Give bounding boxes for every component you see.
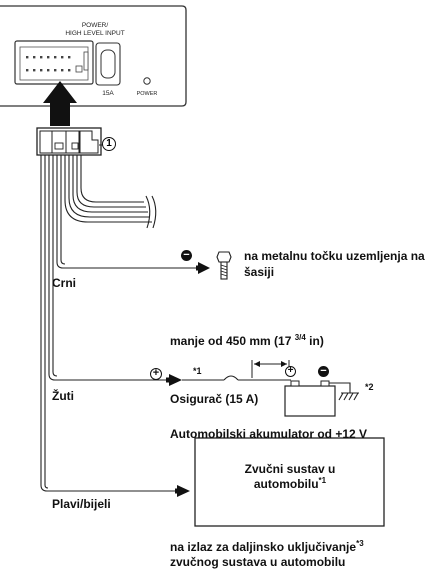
power-label: POWER [136,91,158,97]
battery-label: Automobilski akumulator od +12 V [170,427,368,441]
power-led-icon [143,77,151,85]
yellow-wire [48,155,175,381]
battery-minus-icon: − [318,366,329,377]
remote-destination-line1: na izlaz za daljinsko uključivanje*3 [170,539,364,555]
chassis-ground-icon [338,392,359,401]
blue-white-wire-label: Plavi/bijeli [52,497,111,511]
car-audio-box [194,437,385,527]
battery-plus-icon: + [285,366,296,377]
connector-pins [26,56,71,72]
fuse-rating-label: 15A [102,90,114,97]
ground-bolt-icon [216,251,232,280]
fuse-icon [100,49,116,79]
fuse-label: Osigurač (15 A) [170,392,259,406]
plus-icon: + [150,368,162,380]
remote-destination-line2: zvučnog sustava u automobilu [170,555,346,569]
black-wire-label: Crni [52,276,76,290]
note-1: *1 [193,366,202,376]
wires [40,155,205,492]
power-arrow-icon [169,374,182,386]
battery-icon [284,379,351,417]
distance-label: manje od 450 mm (17 3/4 in) [170,333,324,349]
callout-1: 1 [102,137,116,151]
ground-destination-line2: šasiji [244,265,275,279]
inline-fuse-icon [223,375,239,381]
connector-label-line2: HIGH LEVEL INPUT [65,30,125,37]
yellow-wire-label: Žuti [52,389,74,403]
remote-arrow-icon [177,485,190,497]
minus-icon: − [181,250,192,261]
black-wire [56,155,205,269]
ground-arrow-icon [198,262,210,274]
connector-label-line1: POWER/ [81,22,109,29]
car-audio-box-text: Zvučni sustav u automobilu*1 [244,462,336,491]
plug-connector [36,127,108,156]
blue-white-wire [40,155,180,492]
connector-socket [14,40,94,85]
ground-destination-line1: na metalnu točku uzemljenja na [244,249,425,263]
insert-arrow-icon [43,81,77,126]
note-2: *2 [365,382,374,392]
